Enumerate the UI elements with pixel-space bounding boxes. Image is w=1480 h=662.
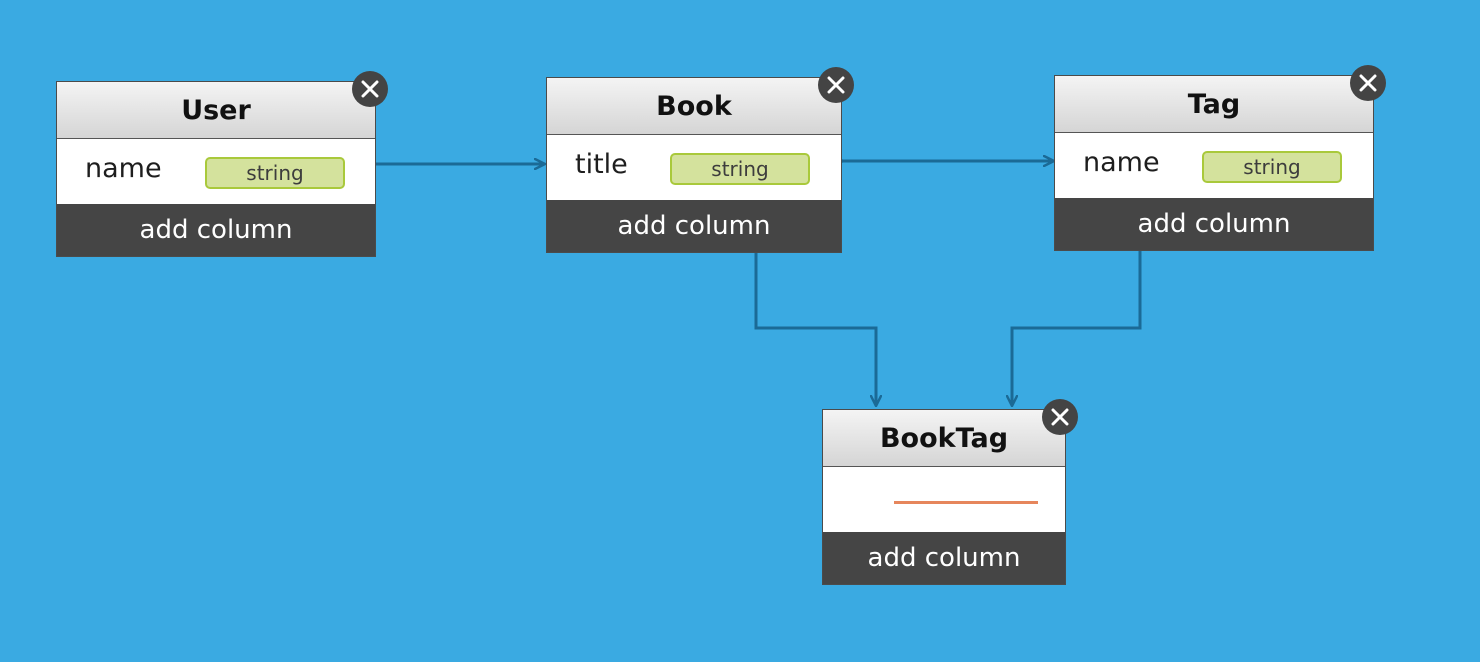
table-body: name string [57,139,375,204]
column-type-badge[interactable]: string [670,153,810,185]
column-name-field[interactable]: name [1083,147,1160,178]
add-column-button[interactable]: add column [823,532,1065,584]
add-column-button[interactable]: add column [547,200,841,252]
close-icon[interactable] [352,71,388,107]
relation-tag-to-booktag [1012,251,1142,405]
table-card-user[interactable]: User name string add column [56,71,388,257]
close-icon[interactable] [1042,399,1078,435]
table-card-booktag[interactable]: BookTag add column [822,399,1078,585]
add-column-button[interactable]: add column [57,204,375,256]
table-card-tag[interactable]: Tag name string add column [1054,65,1386,251]
add-column-button[interactable]: add column [1055,198,1373,250]
table-title[interactable]: User [57,82,375,139]
relation-book-to-booktag [754,253,876,405]
table-body [823,467,1065,532]
table-title[interactable]: Book [547,78,841,135]
column-type-badge[interactable]: string [1202,151,1342,183]
table-body: name string [1055,133,1373,198]
column-name-input[interactable] [894,501,1038,504]
column-name-field[interactable]: title [575,149,628,180]
column-name-field[interactable]: name [85,153,162,184]
table-body: title string [547,135,841,200]
column-type-badge[interactable]: string [205,157,345,189]
close-icon[interactable] [818,67,854,103]
table-title[interactable]: Tag [1055,76,1373,133]
table-card-book[interactable]: Book title string add column [546,67,854,253]
table-title[interactable]: BookTag [823,410,1065,467]
close-icon[interactable] [1350,65,1386,101]
